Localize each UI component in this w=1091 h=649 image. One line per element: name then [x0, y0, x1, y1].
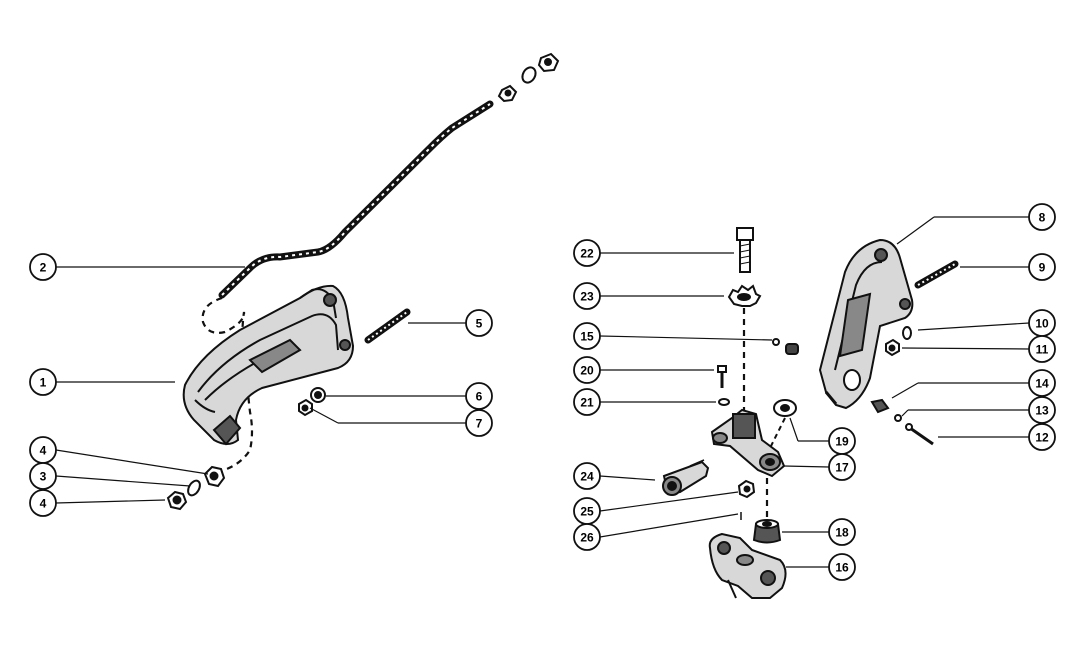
callout-14: 14	[1028, 369, 1056, 397]
part-2-rod	[218, 100, 494, 299]
callout-26: 26	[573, 523, 601, 551]
callout-13: 13	[1028, 396, 1056, 424]
callout-2-label: 2	[40, 261, 47, 275]
part-4-nut-lower	[166, 490, 188, 511]
callout-22-label: 22	[580, 247, 594, 261]
part-20-screw	[717, 365, 727, 388]
part-19-washer	[773, 399, 797, 417]
part-15-bushing	[772, 338, 799, 355]
part-9-stud	[914, 260, 959, 289]
part-18-bushing	[752, 519, 782, 544]
callout-25: 25	[573, 497, 601, 525]
callout-12: 12	[1028, 423, 1056, 451]
part-22-bolt	[736, 227, 754, 273]
callout-17: 17	[828, 453, 856, 481]
part-6-washer	[310, 387, 326, 403]
callout-12-label: 12	[1035, 431, 1049, 445]
callout-24-label: 24	[580, 470, 594, 484]
part-1-bracket	[182, 284, 355, 446]
callout-5-label: 5	[476, 317, 483, 331]
part-12-pin	[905, 423, 934, 446]
callout-16: 16	[828, 553, 856, 581]
callout-22: 22	[573, 239, 601, 267]
callout-19: 19	[828, 427, 856, 455]
callout-5: 5	[465, 309, 493, 337]
part-8-bracket	[818, 238, 914, 410]
callout-6: 6	[465, 382, 493, 410]
part-3-washer	[187, 479, 201, 497]
callout-4-upper: 4	[29, 436, 57, 464]
callout-20: 20	[573, 356, 601, 384]
part-13-ring	[894, 414, 902, 422]
callouts: 1 2 4 3 4 5 6 7 22 23 15 20 21 24 25 26 …	[29, 203, 1056, 581]
callout-7-label: 7	[476, 417, 483, 431]
part-10-washer	[902, 326, 912, 340]
part-16-lower-bracket	[708, 532, 787, 599]
callout-20-label: 20	[580, 364, 594, 378]
callout-3: 3	[29, 462, 57, 490]
callout-6-label: 6	[476, 390, 483, 404]
leader-lines	[55, 216, 1030, 568]
callout-4-lower: 4	[29, 489, 57, 517]
part-25-nut	[737, 479, 756, 499]
callout-1: 1	[29, 368, 57, 396]
part-11-nut	[885, 338, 900, 357]
axis-dashed-line-19	[769, 417, 786, 449]
callout-9-label: 9	[1039, 261, 1046, 275]
callout-14-label: 14	[1035, 377, 1049, 391]
part-17-rocker	[710, 408, 786, 478]
callout-15-label: 15	[580, 330, 594, 344]
callout-16-label: 16	[835, 561, 849, 575]
callout-11-label: 11	[1036, 343, 1049, 357]
callout-7: 7	[465, 409, 493, 437]
callout-21-label: 21	[580, 396, 594, 410]
callout-21: 21	[573, 388, 601, 416]
callout-13-label: 13	[1035, 404, 1049, 418]
callout-10-label: 10	[1035, 317, 1049, 331]
callout-8: 8	[1028, 203, 1056, 231]
part-2-dashed-path	[201, 296, 254, 474]
callout-9: 9	[1028, 253, 1056, 281]
part-14-block	[870, 398, 890, 414]
callout-3-label: 3	[40, 470, 47, 484]
callout-4-upper-label: 4	[40, 444, 47, 458]
part-24-rod-end	[662, 459, 710, 496]
callout-23: 23	[573, 282, 601, 310]
callout-19-label: 19	[835, 435, 849, 449]
part-23-lock-washer	[727, 284, 762, 307]
callout-15: 15	[573, 322, 601, 350]
callout-10: 10	[1028, 309, 1056, 337]
callout-26-label: 26	[580, 531, 594, 545]
part-7-nut	[298, 398, 313, 417]
callout-17-label: 17	[835, 461, 849, 475]
left-assembly	[166, 52, 560, 511]
callout-23-label: 23	[580, 290, 594, 304]
callout-25-label: 25	[580, 505, 594, 519]
part-21-washer	[718, 398, 730, 406]
right-assembly	[662, 227, 959, 599]
callout-8-label: 8	[1039, 211, 1046, 225]
callout-18: 18	[828, 518, 856, 546]
part-4-nut-upper	[203, 465, 226, 488]
callout-4-lower-label: 4	[40, 497, 47, 511]
rod-end-nuts	[497, 52, 560, 103]
callout-11: 11	[1028, 335, 1056, 363]
callout-1-label: 1	[40, 376, 47, 390]
callout-18-label: 18	[835, 526, 849, 540]
callout-24: 24	[573, 462, 601, 490]
callout-2: 2	[29, 253, 57, 281]
part-5-stud	[364, 308, 411, 344]
